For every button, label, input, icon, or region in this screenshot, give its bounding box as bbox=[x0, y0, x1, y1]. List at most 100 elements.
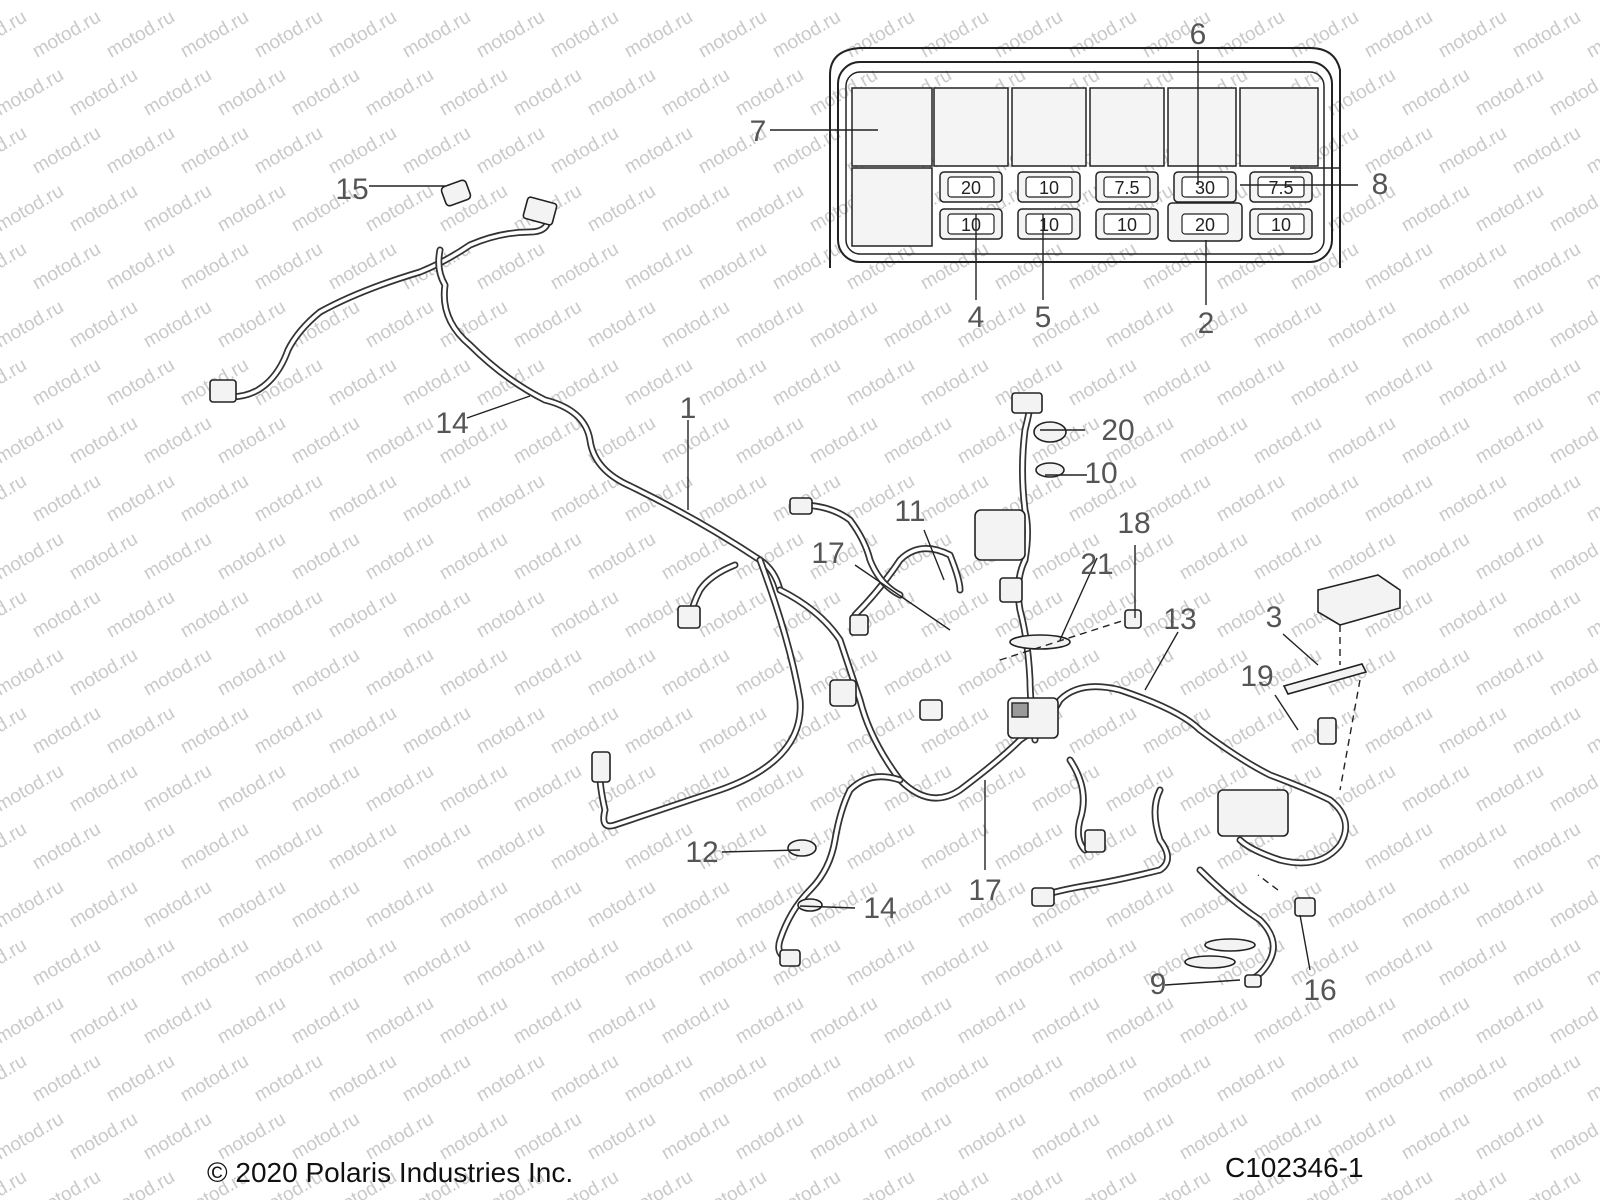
watermark-text: motod.ru bbox=[880, 297, 955, 353]
watermark-text: motod.ru bbox=[1398, 877, 1473, 933]
watermark-text: motod.ru bbox=[251, 7, 326, 63]
watermark-text: motod.ru bbox=[1583, 935, 1600, 991]
watermark-text: motod.ru bbox=[991, 819, 1066, 875]
watermark-text: motod.ru bbox=[325, 935, 400, 991]
watermark-text: motod.ru bbox=[214, 65, 289, 121]
watermark-text: motod.ru bbox=[547, 123, 622, 179]
watermark-text: motod.ru bbox=[436, 529, 511, 585]
watermark-text: motod.ru bbox=[843, 935, 918, 991]
watermark-text: motod.ru bbox=[695, 7, 770, 63]
watermark-text: motod.ru bbox=[695, 935, 770, 991]
watermark-text: motod.ru bbox=[1509, 587, 1584, 643]
watermark-text: motod.ru bbox=[325, 819, 400, 875]
watermark-text: motod.ru bbox=[66, 413, 141, 469]
watermark-text: motod.ru bbox=[843, 1167, 918, 1200]
watermark-text: motod.ru bbox=[251, 1051, 326, 1107]
fuse-body bbox=[947, 213, 995, 235]
watermark-text: motod.ru bbox=[1546, 1109, 1600, 1165]
watermark-text: motod.ru bbox=[584, 65, 659, 121]
watermark-text: motod.ru bbox=[1287, 7, 1362, 63]
watermark-text: motod.ru bbox=[436, 1109, 511, 1165]
watermark-text: motod.ru bbox=[1435, 7, 1510, 63]
watermark-text: motod.ru bbox=[621, 1051, 696, 1107]
callout-number-20: 20 bbox=[1101, 414, 1134, 447]
watermark-text: motod.ru bbox=[769, 123, 844, 179]
watermark-text: motod.ru bbox=[473, 703, 548, 759]
drawing-id: C102346-1 bbox=[1225, 1152, 1364, 1183]
watermark-text: motod.ru bbox=[29, 1167, 104, 1200]
watermark-text: motod.ru bbox=[547, 7, 622, 63]
fuse-rating-label: 10 bbox=[961, 215, 981, 235]
watermark-text: motod.ru bbox=[954, 993, 1029, 1049]
watermark-text: motod.ru bbox=[473, 1051, 548, 1107]
watermark-text: motod.ru bbox=[510, 0, 585, 4]
watermark-text: motod.ru bbox=[1583, 1167, 1600, 1200]
watermark-text: motod.ru bbox=[880, 993, 955, 1049]
watermark-text: motod.ru bbox=[0, 645, 67, 701]
watermark-text: motod.ru bbox=[843, 7, 918, 63]
watermark-text: motod.ru bbox=[66, 1109, 141, 1165]
watermark-text: motod.ru bbox=[584, 993, 659, 1049]
watermark-text: motod.ru bbox=[1472, 877, 1547, 933]
watermark-text: motod.ru bbox=[214, 761, 289, 817]
callout-number-14: 14 bbox=[435, 407, 468, 440]
watermark-text: motod.ru bbox=[66, 0, 141, 4]
watermark-text: motod.ru bbox=[991, 239, 1066, 295]
watermark-text: motod.ru bbox=[1361, 471, 1436, 527]
watermark-text: motod.ru bbox=[1509, 355, 1584, 411]
watermark-text: motod.ru bbox=[214, 413, 289, 469]
watermark-text: motod.ru bbox=[1472, 297, 1547, 353]
watermark-text: motod.ru bbox=[806, 1109, 881, 1165]
watermark-text: motod.ru bbox=[658, 993, 733, 1049]
watermark-text: motod.ru bbox=[510, 65, 585, 121]
watermark-text: motod.ru bbox=[0, 297, 67, 353]
watermark-text: motod.ru bbox=[436, 65, 511, 121]
watermark-text: motod.ru bbox=[1065, 1051, 1140, 1107]
watermark-text: motod.ru bbox=[1583, 123, 1600, 179]
watermark-text: motod.ru bbox=[1213, 1051, 1288, 1107]
watermark-text: motod.ru bbox=[1361, 935, 1436, 991]
watermark-text: motod.ru bbox=[1583, 1051, 1600, 1107]
watermark-text: motod.ru bbox=[140, 181, 215, 237]
watermark-text: motod.ru bbox=[0, 413, 67, 469]
watermark-text: motod.ru bbox=[547, 935, 622, 991]
watermark-text: motod.ru bbox=[510, 993, 585, 1049]
watermark-text: motod.ru bbox=[177, 1051, 252, 1107]
watermark-text: motod.ru bbox=[103, 123, 178, 179]
watermark-text: motod.ru bbox=[177, 7, 252, 63]
watermark-text: motod.ru bbox=[1472, 413, 1547, 469]
watermark-text: motod.ru bbox=[362, 645, 437, 701]
watermark-text: motod.ru bbox=[1472, 529, 1547, 585]
watermark-text: motod.ru bbox=[584, 645, 659, 701]
watermark-text: motod.ru bbox=[732, 65, 807, 121]
watermark-text: motod.ru bbox=[1287, 239, 1362, 295]
callout-number-19: 19 bbox=[1240, 660, 1273, 693]
watermark-text: motod.ru bbox=[177, 123, 252, 179]
watermark-text: motod.ru bbox=[1472, 181, 1547, 237]
watermark-text: motod.ru bbox=[1435, 123, 1510, 179]
watermark-text: motod.ru bbox=[214, 181, 289, 237]
watermark-text: motod.ru bbox=[1176, 993, 1251, 1049]
watermark-text: motod.ru bbox=[732, 297, 807, 353]
watermark-text: motod.ru bbox=[1435, 587, 1510, 643]
watermark-text: motod.ru bbox=[0, 1167, 30, 1200]
fuse-body bbox=[1257, 176, 1305, 198]
watermark-text: motod.ru bbox=[473, 7, 548, 63]
watermark-text: motod.ru bbox=[917, 7, 992, 63]
watermark-text: motod.ru bbox=[29, 935, 104, 991]
watermark-text: motod.ru bbox=[66, 645, 141, 701]
watermark-text: motod.ru bbox=[1324, 877, 1399, 933]
watermark-text: motod.ru bbox=[584, 181, 659, 237]
watermark-text: motod.ru bbox=[695, 587, 770, 643]
watermark-text: motod.ru bbox=[1398, 65, 1473, 121]
watermark-text: motod.ru bbox=[1435, 1167, 1510, 1200]
watermark-text: motod.ru bbox=[1213, 7, 1288, 63]
watermark-text: motod.ru bbox=[1250, 529, 1325, 585]
watermark-text: motod.ru bbox=[0, 529, 67, 585]
watermark-text: motod.ru bbox=[140, 65, 215, 121]
watermark-text: motod.ru bbox=[806, 297, 881, 353]
watermark-text: motod.ru bbox=[584, 0, 659, 4]
callout-number-13: 13 bbox=[1163, 603, 1196, 636]
watermark-text: motod.ru bbox=[362, 761, 437, 817]
watermark-text: motod.ru bbox=[1583, 355, 1600, 411]
